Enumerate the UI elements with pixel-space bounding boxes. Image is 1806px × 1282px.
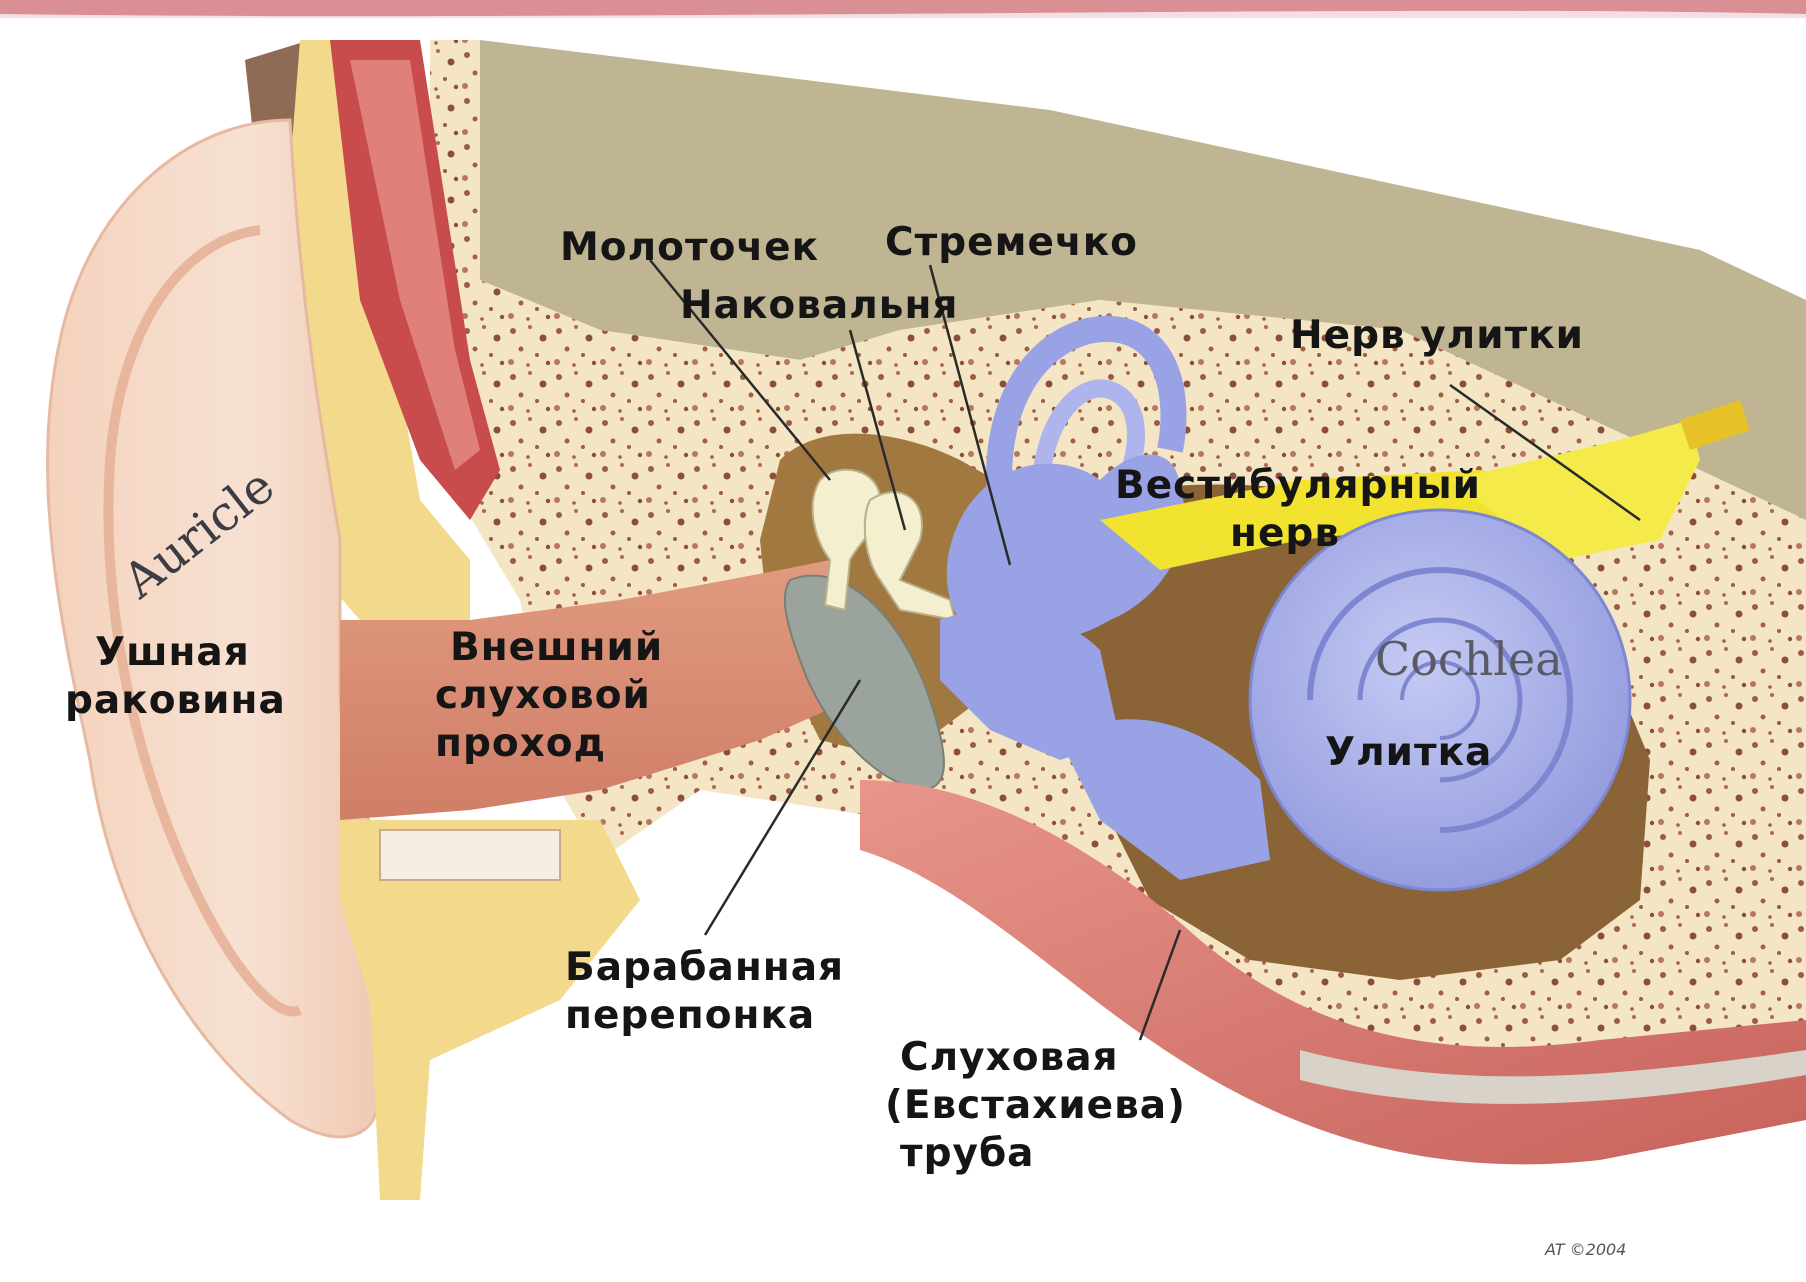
- label-vestibular-nerve-line1: Вестибулярный: [1115, 463, 1481, 508]
- label-canal-line2: слуховой: [435, 673, 651, 718]
- label-cochlea-en: Cochlea: [1375, 632, 1563, 686]
- label-incus: Наковальня: [680, 283, 958, 328]
- label-canal-line1: Внешний: [450, 625, 663, 670]
- label-cochlear-nerve: Нерв улитки: [1290, 313, 1584, 358]
- label-canal-line3: проход: [435, 721, 606, 766]
- artist-signature: AT ©2004: [1544, 1240, 1626, 1259]
- label-vestibular-nerve-line2: нерв: [1230, 511, 1340, 556]
- label-cochlea-ru: Улитка: [1325, 730, 1492, 775]
- label-eardrum-line1: Барабанная: [565, 945, 844, 990]
- label-eardrum-line2: перепонка: [565, 993, 815, 1038]
- label-auricle-line2: раковина: [65, 678, 286, 723]
- label-tube-line1: Слуховая: [900, 1035, 1119, 1080]
- label-stapes: Стремечко: [885, 220, 1138, 265]
- label-tube-line2: (Евстахиева): [885, 1083, 1186, 1128]
- cartilage-strip: [380, 830, 560, 880]
- label-auricle-line1: Ушная: [95, 630, 250, 675]
- label-tube-line3: труба: [900, 1131, 1035, 1176]
- label-malleus: Молоточек: [560, 225, 819, 270]
